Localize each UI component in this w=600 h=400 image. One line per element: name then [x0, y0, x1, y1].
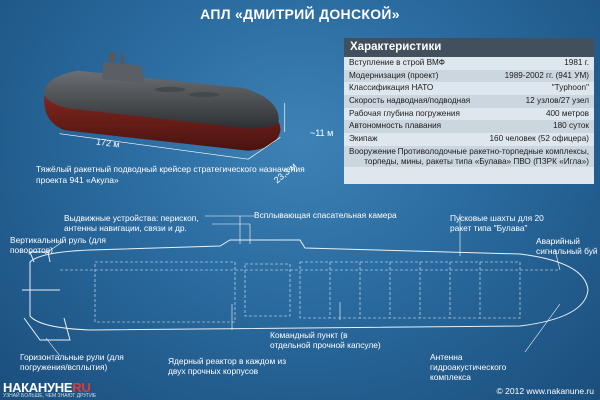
label-rescue: Всплывающая спасательная камера [254, 210, 397, 220]
page-title: АПЛ «ДМИТРИЙ ДОНСКОЙ» [200, 6, 400, 22]
armament-value: Противолодочные ракетно-торпедные компле… [364, 146, 589, 166]
label-command: Командный пункт (в отдельной прочной кап… [270, 330, 381, 350]
height-label: ~11 м [310, 128, 334, 138]
spec-row: Модернизация (проект)1989-2002 гг. (941 … [344, 69, 594, 83]
label-vertical-rudder: Вертикальный руль (для поворотов) [10, 235, 106, 255]
label-reactor: Ядерный реактор в каждом из двух прочных… [168, 356, 287, 376]
spec-row: Классификация НАТО"Typhoon" [349, 83, 589, 93]
label-launch: Пусковые шахты для 20 ракет типа "Булава… [450, 213, 544, 233]
submarine-render [44, 52, 286, 160]
sail [102, 62, 145, 83]
label-retractable: Выдвижные устройства: перископ, антенны … [64, 213, 199, 233]
render-caption: Тяжёлый ракетный подводный крейсер страт… [36, 164, 305, 185]
copyright: © 2012 www.nakanune.ru [496, 386, 594, 396]
label-emergency-buoy: Аварийный сигнальный буй [536, 236, 598, 256]
specs-header: Характеристики [344, 38, 594, 57]
logo: НАКАНУНЕRU УЗНАЙ БОЛЬШЕ, ЧЕМ ЗНАЮТ ДРУГИ… [3, 380, 97, 399]
label-sonar: Антенна гидроакустического комплекса [430, 352, 507, 382]
armament-label: Вооружение [349, 146, 396, 156]
spec-row-armament: Вооружение Противолодочные ракетно-торпе… [344, 145, 594, 167]
label-horizontal-rudders: Горизонтальные рули (для погружения/вспл… [20, 352, 124, 372]
hull-upper [44, 70, 279, 129]
